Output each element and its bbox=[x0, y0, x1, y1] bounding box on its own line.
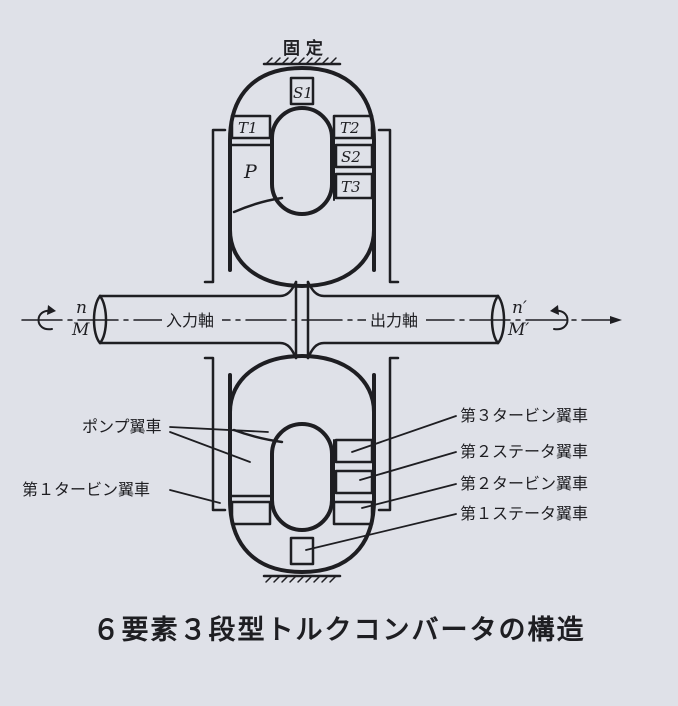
rotation-arrow-in-icon bbox=[47, 305, 56, 315]
leader-lines bbox=[169, 415, 457, 551]
rotation-arrow-out-icon bbox=[550, 305, 559, 315]
pump-impeller-label: ポンプ翼車 bbox=[82, 417, 162, 436]
upper-torus bbox=[203, 66, 400, 288]
m-in-label: M bbox=[71, 320, 90, 340]
stator2-blade-bottom bbox=[334, 469, 374, 495]
fixed-label: 固 定 bbox=[283, 38, 323, 59]
stator1-label-top: S1 bbox=[293, 84, 313, 102]
turbine2-label: 第２タービン翼車 bbox=[460, 474, 588, 493]
turbine3-blade-bottom bbox=[334, 438, 374, 464]
output-shaft-label: 出力軸 bbox=[370, 311, 418, 330]
stator2-blade-top bbox=[334, 143, 374, 169]
input-shaft-label-bg bbox=[162, 309, 222, 331]
stator1-label: 第１ステータ翼車 bbox=[460, 504, 588, 523]
stator2-label: 第２ステータ翼車 bbox=[460, 442, 588, 461]
t1-label-top: T1 bbox=[238, 119, 258, 137]
lower-torus bbox=[203, 354, 400, 574]
pump-letter: P bbox=[243, 161, 258, 183]
turbine2-blade-bottom bbox=[332, 500, 374, 526]
n-out-label: n′ bbox=[512, 298, 527, 318]
stator1-blade-bottom bbox=[289, 536, 315, 566]
turbine3-label: 第３タービン翼車 bbox=[460, 406, 588, 425]
input-shaft-label: 入力軸 bbox=[166, 311, 214, 330]
turbine3-blade-top bbox=[334, 172, 374, 200]
t2-label-top: T2 bbox=[340, 119, 360, 137]
lower-core bbox=[270, 422, 334, 532]
turbine1-blade-bottom bbox=[230, 500, 272, 526]
fixed-support-bottom bbox=[262, 574, 342, 583]
turbine1-blade-top bbox=[230, 114, 272, 140]
n-in-label: n bbox=[76, 298, 87, 318]
stator1-blade-top bbox=[289, 76, 315, 106]
shaft-assembly bbox=[21, 280, 622, 360]
output-shaft-label-bg bbox=[366, 309, 426, 331]
t3-label-top: T3 bbox=[341, 178, 361, 196]
m-out-label: M′ bbox=[507, 320, 529, 340]
s2-label-top: S2 bbox=[341, 148, 361, 166]
turbine1-label: 第１タービン翼車 bbox=[22, 480, 150, 499]
upper-core bbox=[270, 106, 334, 216]
fixed-support-top bbox=[262, 57, 342, 66]
diagram-caption: ６要素３段型トルクコンバータの構造 bbox=[92, 615, 586, 646]
